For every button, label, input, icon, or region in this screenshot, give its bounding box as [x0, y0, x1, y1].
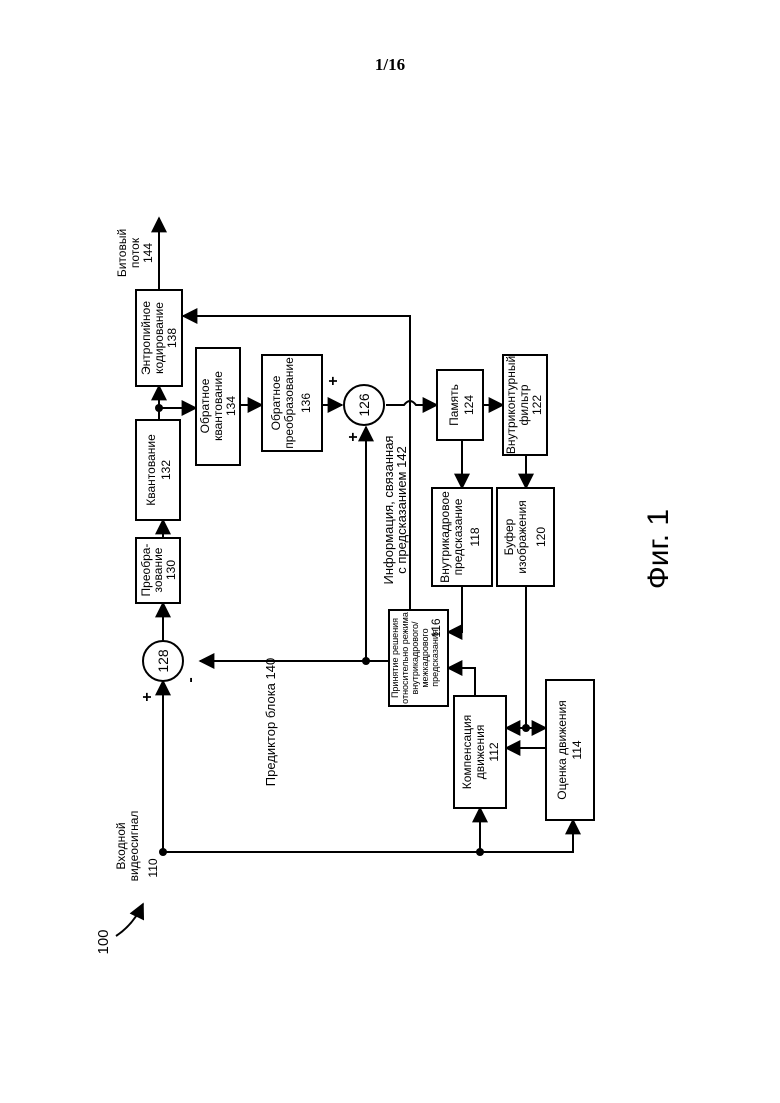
prediction-info-label: Информация, связанная с предсказанием 14…	[381, 436, 409, 585]
svg-text:138: 138	[165, 328, 179, 348]
svg-text:Компенсация: Компенсация	[460, 715, 474, 789]
input-label: Входной видеосигнал 110	[114, 811, 160, 882]
svg-text:112: 112	[487, 742, 501, 761]
svg-text:Принятие решения: Принятие решения	[390, 618, 400, 698]
svg-text:144: 144	[141, 243, 155, 263]
svg-text:Внутриконтурный: Внутриконтурный	[504, 356, 518, 454]
svg-text:движения: движения	[473, 725, 487, 780]
svg-text:114: 114	[570, 740, 584, 759]
svg-text:предсказание: предсказание	[451, 498, 465, 575]
svg-text:преобразование: преобразование	[282, 357, 296, 449]
svg-text:Внутрикадровое: Внутрикадровое	[438, 491, 452, 583]
page-number: 1/16	[375, 55, 405, 74]
svg-text:Обратное: Обратное	[269, 375, 283, 430]
inverse-quantization-block: Обратное квантование 134	[196, 348, 240, 465]
svg-text:+: +	[139, 692, 156, 701]
svg-text:100: 100	[95, 929, 112, 954]
block-predictor-label: Предиктор блока 140	[263, 658, 278, 786]
svg-text:134: 134	[224, 396, 238, 416]
inverse-transform-block: Обратное преобразование 136	[262, 355, 322, 451]
svg-text:поток: поток	[128, 237, 142, 268]
svg-text:видеосигнал: видеосигнал	[127, 811, 141, 882]
svg-text:Квантование: Квантование	[144, 434, 158, 506]
entropy-coding-block: Энтропийное кодирование 138	[136, 290, 182, 386]
quantization-block: Квантование 132	[136, 420, 180, 520]
svg-text:квантование: квантование	[211, 371, 225, 441]
svg-text:фильтр: фильтр	[517, 384, 531, 425]
memory-block: Память 124	[437, 370, 483, 440]
svg-text:внутрикадрового/: внутрикадрового/	[410, 621, 420, 695]
svg-text:Буфер: Буфер	[502, 518, 516, 555]
loop-filter-block: Внутриконтурный фильтр 122	[503, 355, 547, 455]
svg-text:Оценка движения: Оценка движения	[555, 700, 569, 800]
svg-text:-: -	[182, 677, 199, 682]
picture-buffer-block: Буфер изображения 120	[497, 488, 554, 586]
svg-text:126: 126	[356, 393, 372, 417]
svg-text:110: 110	[146, 858, 160, 877]
svg-text:128: 128	[155, 649, 171, 673]
svg-text:+: +	[325, 376, 342, 385]
svg-text:кодирование: кодирование	[152, 302, 166, 374]
svg-text:изображения: изображения	[515, 500, 529, 574]
svg-text:зование: зование	[151, 547, 165, 592]
mode-decision-block: Принятие решения относительно режима вну…	[389, 610, 448, 706]
svg-text:Память: Память	[447, 384, 461, 426]
intra-prediction-block: Внутрикадровое предсказание 118	[432, 488, 492, 586]
adder-126: 126 + +	[325, 376, 384, 441]
svg-text:118: 118	[468, 527, 482, 546]
svg-text:130: 130	[164, 560, 178, 580]
svg-text:Битовый: Битовый	[115, 229, 129, 277]
svg-text:с предсказанием 142: с предсказанием 142	[394, 446, 409, 574]
svg-text:132: 132	[159, 460, 173, 480]
reference-100: 100	[95, 904, 143, 955]
svg-text:Обратное: Обратное	[198, 378, 212, 433]
adder-128: 128 + -	[139, 641, 199, 702]
svg-text:Входной: Входной	[114, 822, 128, 869]
svg-text:124: 124	[462, 395, 476, 415]
transform-block: Преобра- зование 130	[136, 538, 180, 603]
svg-text:122: 122	[530, 395, 544, 415]
svg-text:относительно режима: относительно режима	[400, 612, 410, 704]
svg-text:+: +	[345, 432, 362, 441]
svg-text:116: 116	[429, 618, 443, 637]
svg-text:136: 136	[299, 393, 313, 413]
output-label: Битовый поток 144	[115, 229, 155, 277]
svg-text:Энтропийное: Энтропийное	[139, 301, 153, 375]
motion-estimation-block: Оценка движения 114	[546, 680, 594, 820]
motion-compensation-block: Компенсация движения 112	[454, 696, 506, 808]
figure-label: Фиг. 1	[642, 509, 675, 589]
svg-text:120: 120	[534, 527, 548, 547]
